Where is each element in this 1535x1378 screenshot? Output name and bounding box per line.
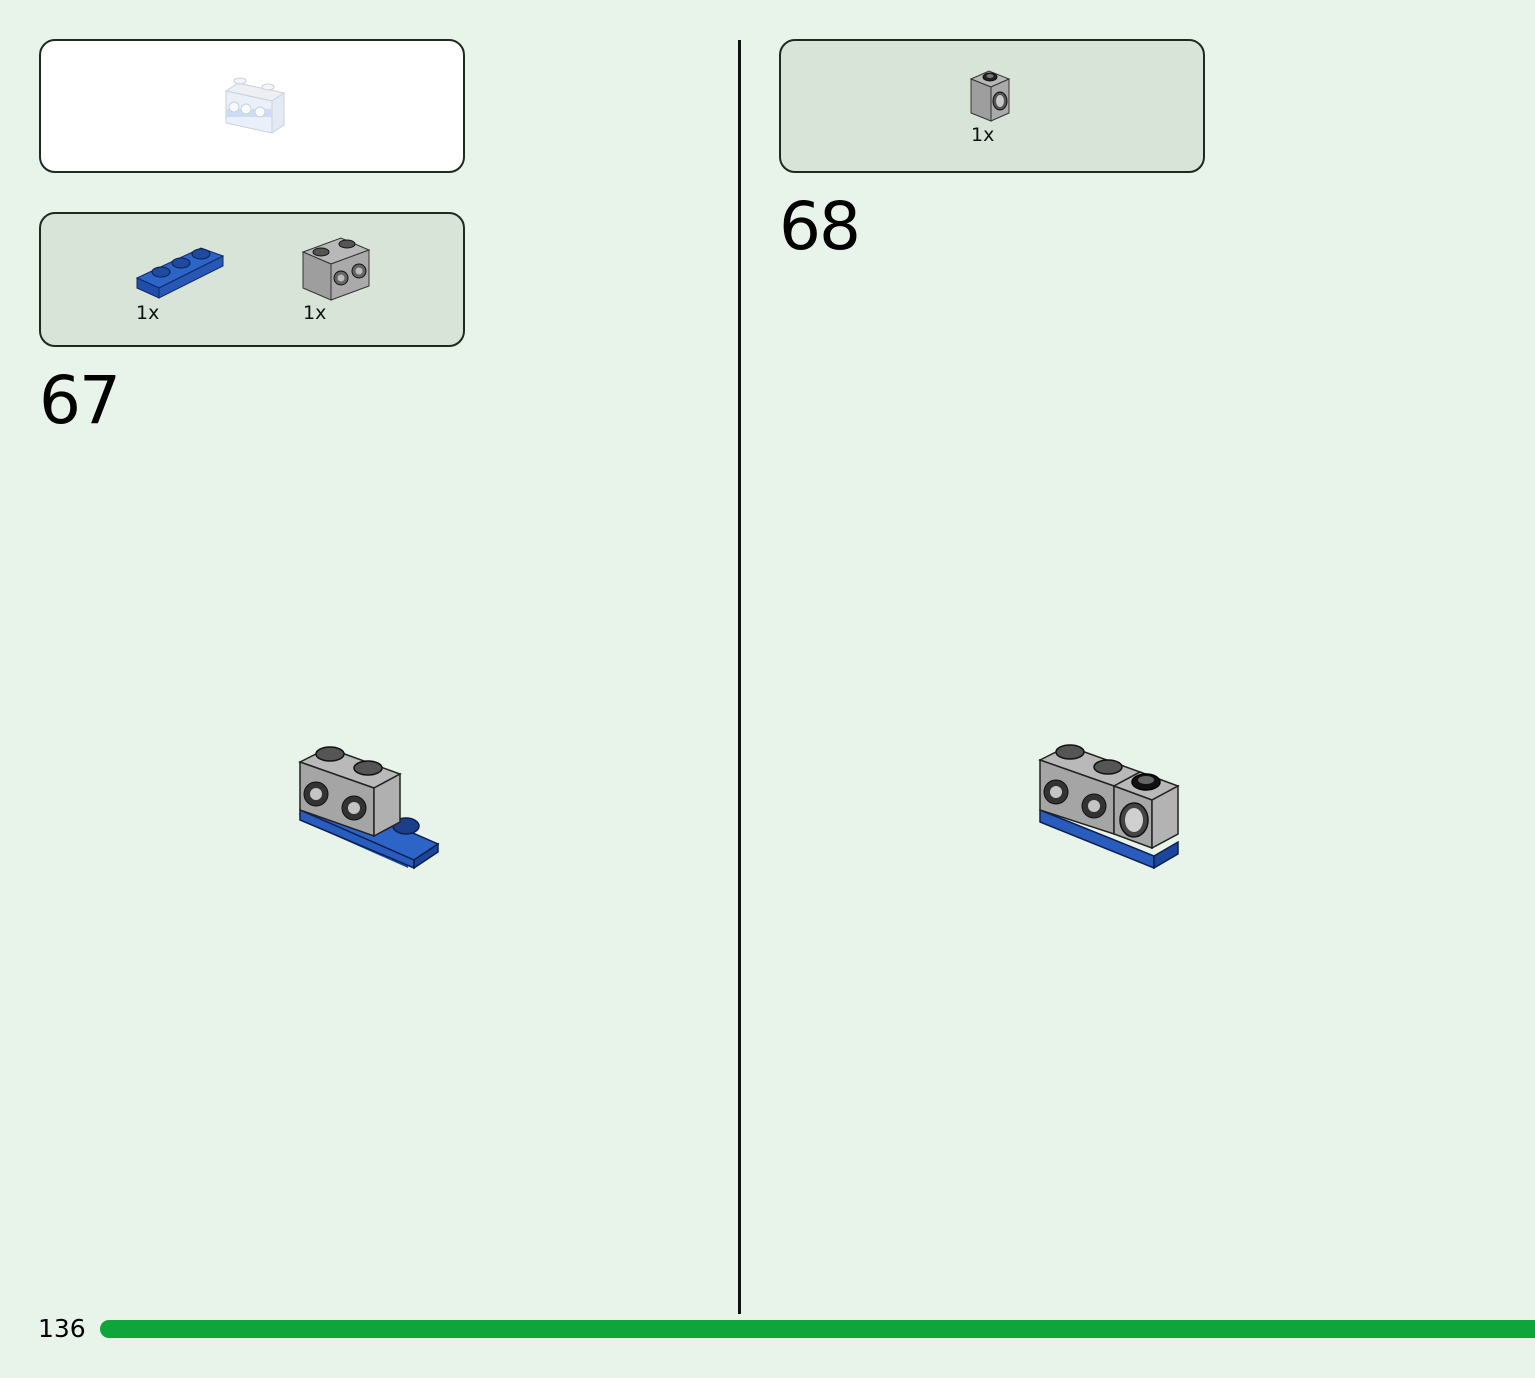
part-quantity: 1x	[971, 124, 995, 146]
progress-bar	[100, 1320, 1535, 1338]
blue-plate-1x3-icon	[135, 247, 225, 299]
step-number: 67	[39, 362, 121, 439]
step-68-assembly-illustration	[1038, 744, 1180, 870]
grey-brick-side-studs-icon	[301, 237, 371, 301]
submodel-preview-icon	[224, 77, 286, 134]
step-number: 68	[779, 188, 861, 265]
parts-list-step-67: 1x 1x	[39, 212, 465, 347]
part-quantity: 1x	[303, 302, 327, 324]
column-divider	[738, 40, 741, 1314]
page-number: 136	[38, 1314, 86, 1343]
parts-list-step-68: 1x	[779, 39, 1205, 173]
step-67-assembly-illustration	[298, 746, 440, 870]
part-quantity: 1x	[136, 302, 160, 324]
submodel-preview-box	[39, 39, 465, 173]
grey-technic-brick-icon	[969, 70, 1011, 122]
